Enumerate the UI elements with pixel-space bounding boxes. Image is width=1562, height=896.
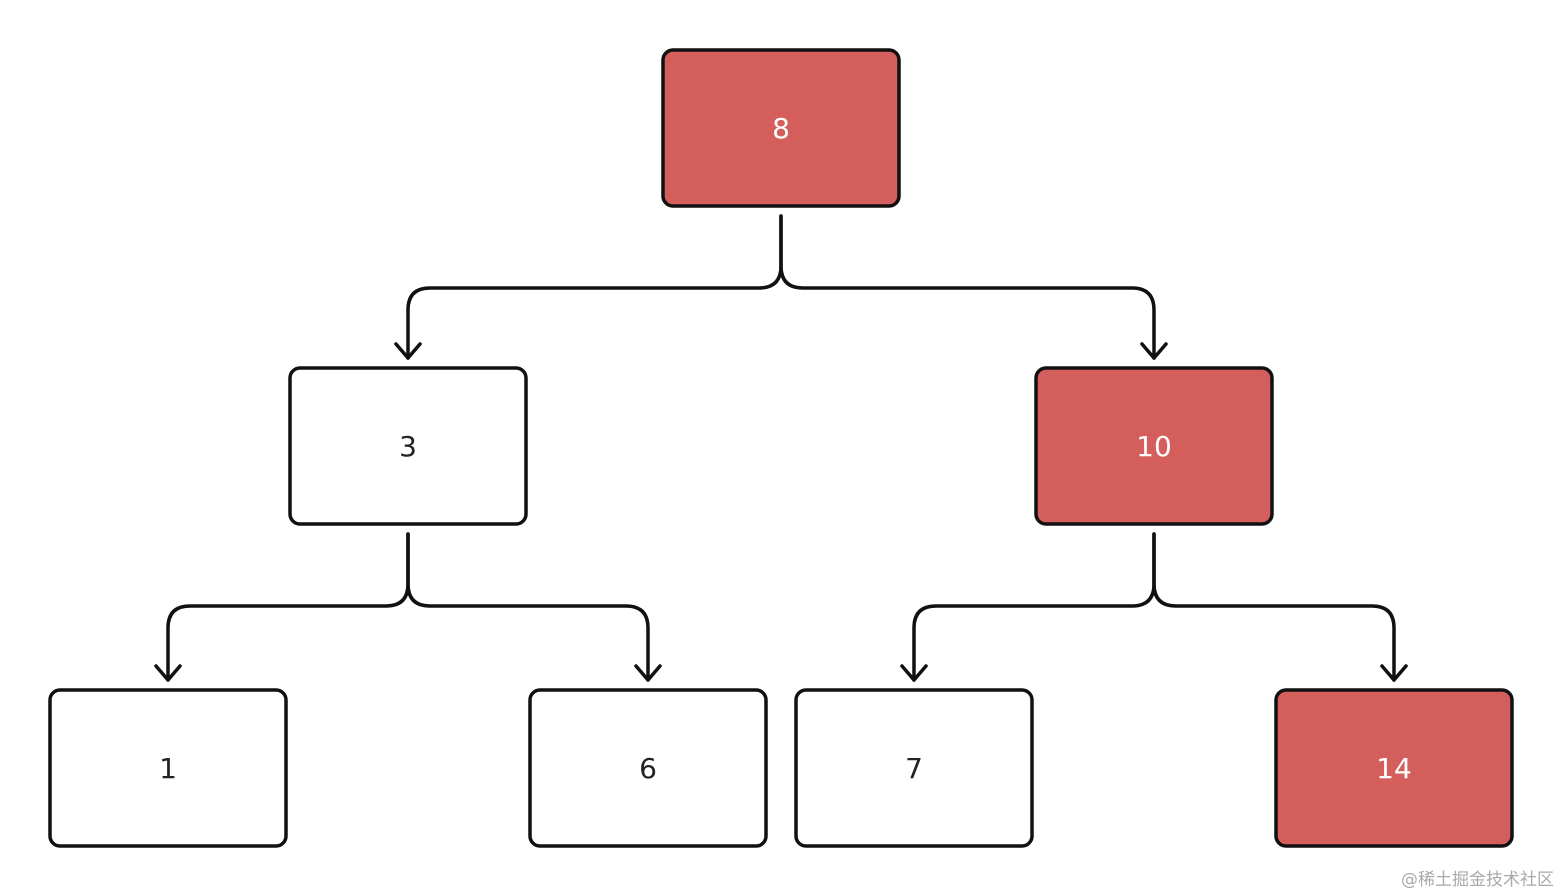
- arrowhead-n3: [394, 342, 422, 360]
- tree-node-10: 10: [1034, 366, 1274, 526]
- tree-node-7: 7: [794, 688, 1034, 848]
- node-label-8: 8: [772, 112, 790, 145]
- node-label-10: 10: [1136, 430, 1172, 463]
- node-box-6: [528, 688, 768, 848]
- edge-n8-to-n10: [779, 214, 1156, 360]
- node-box-10: [1034, 366, 1274, 526]
- edges-layer: [154, 214, 1408, 682]
- tree-node-6: 6: [528, 688, 768, 848]
- node-label-14: 14: [1376, 752, 1412, 785]
- edge-n10-to-n7: [912, 532, 1156, 682]
- node-box-8: [661, 48, 901, 208]
- tree-node-1: 1: [48, 688, 288, 848]
- tree-node-14: 14: [1274, 688, 1514, 848]
- node-box-7: [794, 688, 1034, 848]
- arrowhead-n14: [1380, 664, 1408, 682]
- node-box-1: [48, 688, 288, 848]
- node-label-3: 3: [399, 430, 417, 463]
- arrowhead-n10: [1140, 342, 1168, 360]
- watermark-text: @稀土掘金技术社区: [1401, 870, 1554, 890]
- nodes-layer: 8 3 10 1 6 7 14: [48, 48, 1514, 848]
- node-box-3: [288, 366, 528, 526]
- tree-node-8: 8: [661, 48, 901, 208]
- arrowhead-n1: [154, 664, 182, 682]
- edge-n10-to-n14: [1152, 532, 1396, 682]
- edge-n8-to-n3: [406, 214, 783, 360]
- arrowhead-n7: [900, 664, 928, 682]
- edge-n3-to-n1: [166, 532, 410, 682]
- arrowhead-n6: [634, 664, 662, 682]
- node-label-7: 7: [905, 752, 923, 785]
- node-label-1: 1: [159, 752, 177, 785]
- tree-node-3: 3: [288, 366, 528, 526]
- node-box-14: [1274, 688, 1514, 848]
- node-label-6: 6: [639, 752, 657, 785]
- edge-n3-to-n6: [406, 532, 650, 682]
